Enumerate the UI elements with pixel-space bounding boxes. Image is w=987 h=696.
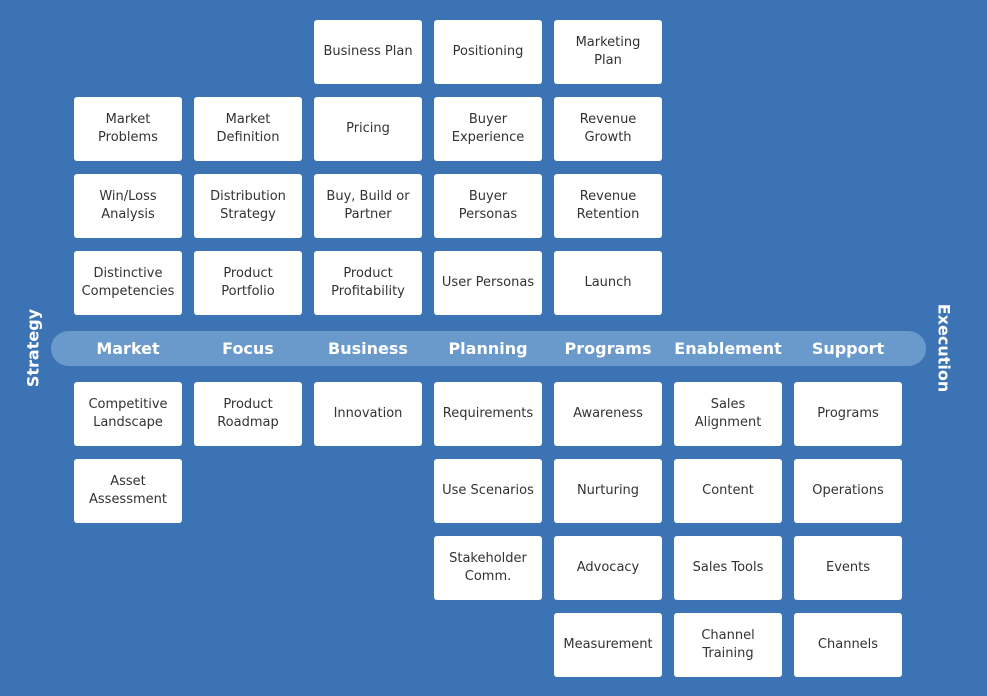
- item-box-programs-advocacy[interactable]: Advocacy: [554, 536, 662, 600]
- item-label: Programs: [817, 406, 879, 421]
- item-label: Marketing Plan: [575, 35, 641, 68]
- item-box-business-pricing[interactable]: Pricing: [314, 97, 422, 161]
- item-box-support-programs[interactable]: Programs: [794, 382, 902, 446]
- execution-label: Execution: [934, 303, 954, 393]
- item-label: Awareness: [573, 406, 643, 421]
- item-label: Market Definition: [216, 112, 280, 145]
- item-box-focus-product-roadmap[interactable]: Product Roadmap: [194, 382, 302, 446]
- item-box-programs-marketing-plan[interactable]: Marketing Plan: [554, 20, 662, 84]
- item-box-support-operations[interactable]: Operations: [794, 459, 902, 523]
- item-box-market-market-problems[interactable]: Market Problems: [74, 97, 182, 161]
- item-label: Market Problems: [98, 112, 158, 145]
- item-label: Sales Alignment: [694, 397, 762, 430]
- item-label: Asset Assessment: [89, 474, 167, 507]
- item-label: Sales Tools: [692, 560, 764, 575]
- item-box-support-channels[interactable]: Channels: [794, 613, 902, 677]
- item-box-enablement-content[interactable]: Content: [674, 459, 782, 523]
- item-label: Launch: [584, 275, 632, 290]
- item-label: Events: [825, 560, 870, 575]
- item-box-planning-use-scenarios[interactable]: Use Scenarios: [434, 459, 542, 523]
- item-box-planning-buyer-personas[interactable]: Buyer Personas: [434, 174, 542, 238]
- item-label: Revenue Retention: [576, 189, 640, 222]
- item-box-enablement-sales-tools[interactable]: Sales Tools: [674, 536, 782, 600]
- item-label: Positioning: [452, 44, 524, 59]
- item-box-focus-distribution-strategy[interactable]: Distribution Strategy: [194, 174, 302, 238]
- item-box-programs-launch[interactable]: Launch: [554, 251, 662, 315]
- item-box-programs-awareness[interactable]: Awareness: [554, 382, 662, 446]
- item-box-programs-nurturing[interactable]: Nurturing: [554, 459, 662, 523]
- item-label: Requirements: [442, 406, 534, 421]
- item-label: Buyer Experience: [451, 112, 525, 145]
- item-box-market-distinctive-competencies[interactable]: Distinctive Competencies: [74, 251, 182, 315]
- item-label: Content: [702, 483, 754, 498]
- category-bar: [51, 331, 926, 366]
- item-box-programs-revenue-growth[interactable]: Revenue Growth: [554, 97, 662, 161]
- item-box-enablement-sales-alignment[interactable]: Sales Alignment: [674, 382, 782, 446]
- item-label: Competitive Landscape: [88, 397, 168, 430]
- column-header-support: Support: [811, 339, 885, 358]
- item-label: Product Profitability: [331, 266, 405, 299]
- item-box-planning-requirements[interactable]: Requirements: [434, 382, 542, 446]
- column-header-enablement: Enablement: [674, 339, 782, 358]
- item-box-market-competitive-landscape[interactable]: Competitive Landscape: [74, 382, 182, 446]
- item-box-focus-market-definition[interactable]: Market Definition: [194, 97, 302, 161]
- item-label: Innovation: [333, 406, 403, 421]
- item-label: Buy, Build or Partner: [326, 189, 410, 222]
- item-label: Product Roadmap: [217, 397, 279, 430]
- item-box-support-events[interactable]: Events: [794, 536, 902, 600]
- column-header-planning: Planning: [448, 339, 528, 358]
- column-header-focus: Focus: [222, 339, 274, 358]
- item-box-market-asset-assessment[interactable]: Asset Assessment: [74, 459, 182, 523]
- strategy-label: Strategy: [23, 308, 43, 388]
- item-box-programs-revenue-retention[interactable]: Revenue Retention: [554, 174, 662, 238]
- item-label: Channels: [817, 637, 879, 652]
- item-box-planning-stakeholder-comm[interactable]: Stakeholder Comm.: [434, 536, 542, 600]
- item-box-focus-product-portfolio[interactable]: Product Portfolio: [194, 251, 302, 315]
- item-label: Nurturing: [576, 483, 640, 498]
- item-label: Win/Loss Analysis: [99, 189, 157, 222]
- item-label: Measurement: [563, 637, 653, 652]
- item-box-programs-measurement[interactable]: Measurement: [554, 613, 662, 677]
- item-label: Distribution Strategy: [210, 189, 286, 222]
- item-label: Product Portfolio: [221, 266, 275, 299]
- item-box-planning-positioning[interactable]: Positioning: [434, 20, 542, 84]
- item-box-planning-user-personas[interactable]: User Personas: [434, 251, 542, 315]
- item-label: Buyer Personas: [458, 189, 518, 222]
- column-header-programs: Programs: [564, 339, 652, 358]
- item-label: User Personas: [441, 275, 535, 290]
- item-box-business-innovation[interactable]: Innovation: [314, 382, 422, 446]
- item-box-business-buy-build-or-partner[interactable]: Buy, Build or Partner: [314, 174, 422, 238]
- item-box-enablement-channel-training[interactable]: Channel Training: [674, 613, 782, 677]
- item-box-business-business-plan[interactable]: Business Plan: [314, 20, 422, 84]
- item-label: Use Scenarios: [442, 483, 534, 498]
- item-label: Pricing: [346, 121, 390, 136]
- item-label: Distinctive Competencies: [81, 266, 175, 299]
- item-label: Business Plan: [323, 44, 413, 59]
- item-label: Revenue Growth: [579, 112, 637, 145]
- item-label: Stakeholder Comm.: [449, 551, 527, 584]
- item-box-planning-buyer-experience[interactable]: Buyer Experience: [434, 97, 542, 161]
- item-label: Channel Training: [701, 628, 755, 661]
- column-header-market: Market: [96, 339, 160, 358]
- column-header-business: Business: [328, 339, 408, 358]
- item-box-business-product-profitability[interactable]: Product Profitability: [314, 251, 422, 315]
- item-box-market-win-loss-analysis[interactable]: Win/Loss Analysis: [74, 174, 182, 238]
- item-label: Operations: [812, 483, 884, 498]
- item-label: Advocacy: [576, 560, 640, 575]
